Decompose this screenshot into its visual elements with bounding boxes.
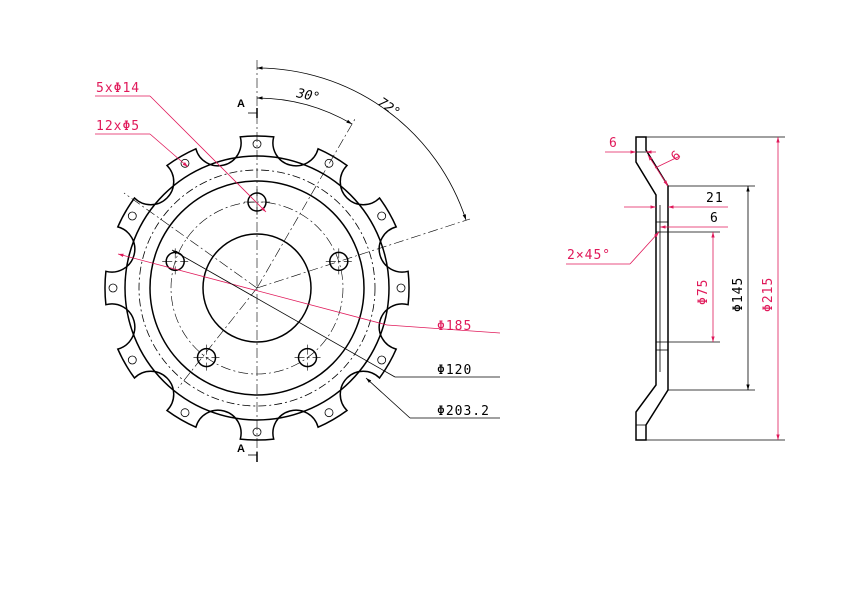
front-view: 30° 72° A A 5xΦ14 12xΦ5 Φ185 Φ120 Φ203.2 [95,60,501,462]
section-mark-top: A [237,98,245,110]
label-dia-75: Φ75 [696,279,711,305]
label-6-angled: 6 [668,148,684,165]
leader-dia-185 [117,253,388,326]
label-dia-203: Φ203.2 [437,404,490,419]
label-6-top: 6 [609,136,618,151]
small-hole [127,355,137,365]
callout-5x14: 5xΦ14 [96,81,140,96]
center-line-lower [177,287,258,389]
circle-bore [202,233,312,343]
angle-72-label: 72° [375,95,403,121]
small-holes-group [108,139,406,437]
section-mark-bottom: A [237,443,245,455]
small-hole [108,283,118,293]
callout-12x5: 12xΦ5 [96,119,140,134]
label-6-mid: 6 [710,211,719,226]
small-hole [396,283,406,293]
leader-dia-120 [171,249,396,378]
large-holes-group [162,189,352,371]
center-line-left [123,192,258,289]
small-hole [377,355,387,365]
center-line-72deg [256,218,471,289]
side-view: Φ215 Φ145 Φ75 6 6 21 6 2×45° [566,136,785,441]
small-hole [324,158,334,168]
angle-30-label: 30° [294,86,321,106]
section-profile [635,136,669,441]
small-hole [324,408,334,418]
leader-dia-203 [365,377,411,419]
angle-arc-72 [256,66,467,221]
label-dia-185: Φ185 [437,319,472,334]
label-chamfer: 2×45° [567,248,611,263]
label-dia-120: Φ120 [437,363,472,378]
small-hole [180,158,190,168]
label-dia-145: Φ145 [731,277,746,312]
label-dia-215: Φ215 [761,277,776,312]
label-21: 21 [706,191,724,206]
small-hole [377,211,387,221]
small-hole [127,211,137,221]
small-hole [180,408,190,418]
